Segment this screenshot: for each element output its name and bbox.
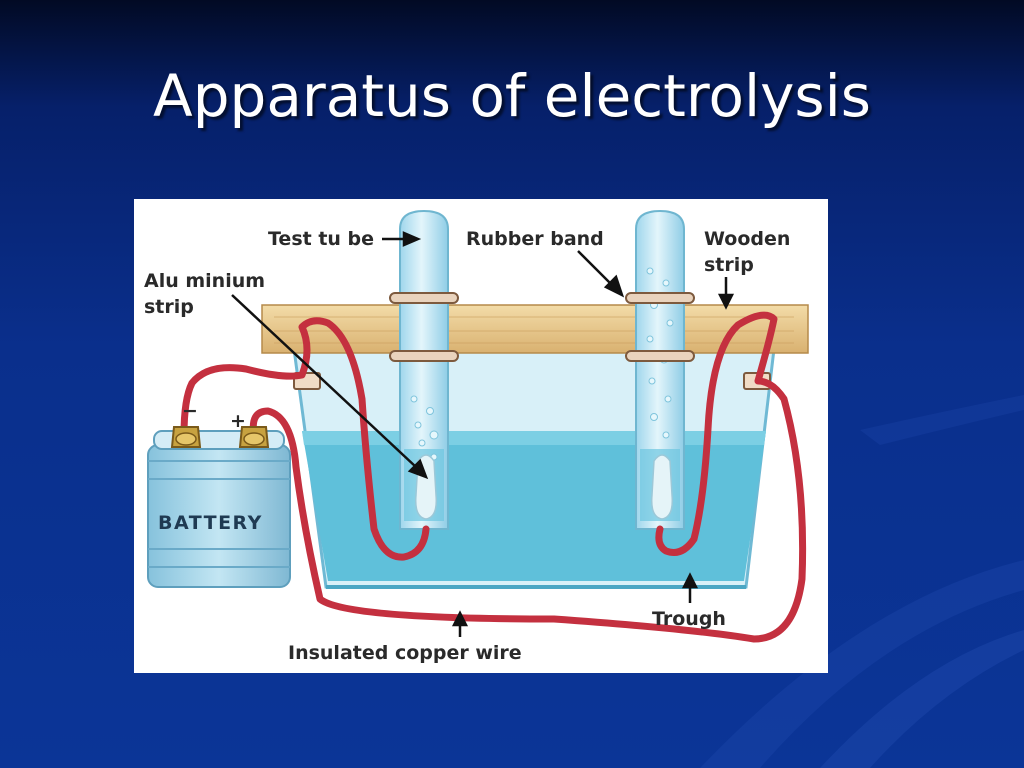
aluminium-electrode-right	[650, 454, 674, 520]
aluminium-strip-label-line2: strip	[144, 296, 194, 318]
electrolysis-diagram: − + BATTERY Test tu be Rubber band Woode…	[134, 199, 828, 673]
diagram-canvas: − + BATTERY Test tu be Rubber band Woode…	[144, 209, 809, 664]
pointer-arrows	[231, 231, 735, 637]
rubber-band-label: Rubber band	[466, 228, 604, 250]
test-tube-left	[399, 209, 449, 530]
rubber-bands	[389, 292, 695, 362]
battery-terminal-positive	[238, 426, 270, 448]
battery-label: BATTERY	[158, 512, 263, 534]
wooden-strip-label-line1: Wooden	[704, 228, 790, 250]
trough-label: Trough	[652, 608, 726, 630]
battery: − + BATTERY	[147, 400, 291, 588]
terminal-negative-label: −	[182, 400, 198, 422]
aluminium-strip-label-line1: Alu minium	[144, 270, 265, 292]
slide-title: Apparatus of electrolysis	[153, 62, 871, 130]
test-tube-label: Test tu be	[268, 228, 374, 250]
terminal-positive-label: +	[230, 410, 246, 432]
wooden-strip	[261, 304, 809, 354]
test-tube-right	[635, 209, 685, 530]
gas-bubbles-left	[410, 395, 439, 461]
wooden-strip-label-line2: strip	[704, 254, 754, 276]
battery-terminal-negative	[170, 426, 202, 448]
insulated-copper-wire	[180, 311, 807, 643]
insulated-copper-wire-label: Insulated copper wire	[288, 642, 522, 664]
